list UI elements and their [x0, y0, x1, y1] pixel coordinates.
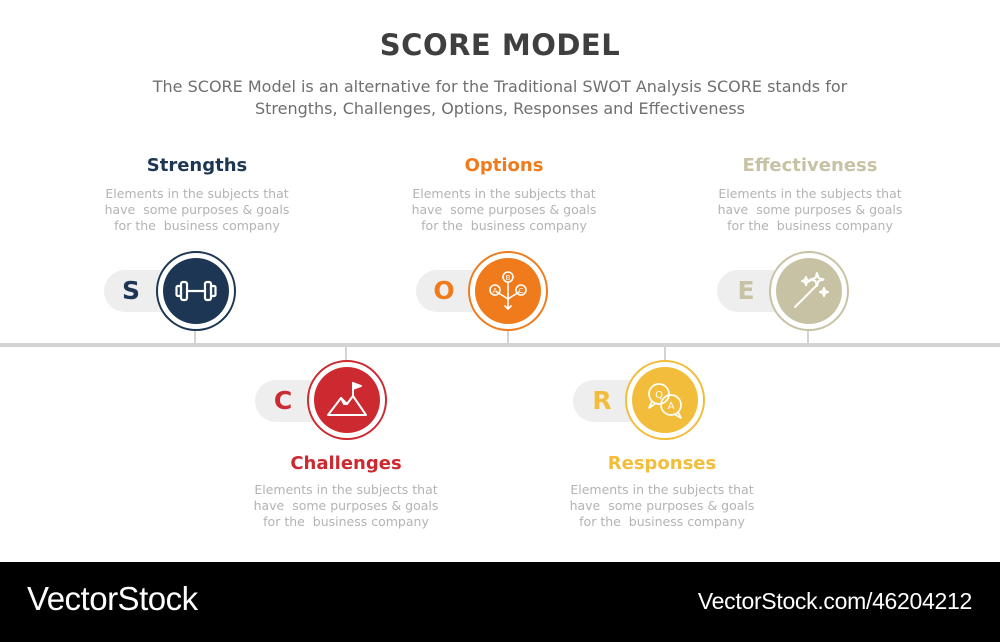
connector-strengths: [194, 330, 196, 344]
watermark-brand: VectorStock: [27, 580, 198, 617]
watermark-footer: VectorStock VectorStock.com/46204212: [0, 562, 1000, 642]
disc-effectiveness: [776, 258, 842, 324]
description-line: have some purposes & goals: [104, 202, 290, 217]
description-line: for the business company: [114, 218, 280, 233]
description-responses: Elements in the subjects that have some …: [542, 482, 782, 530]
timeline-bar: [0, 343, 1000, 347]
letter-c: C: [273, 386, 293, 415]
circle-options: B A C: [468, 251, 548, 331]
heading-options: Options: [464, 155, 544, 176]
connector-options: [507, 330, 509, 344]
magic-wand-icon: [794, 272, 829, 308]
icon-letter-q: Q: [655, 390, 663, 401]
circle-strengths: [156, 251, 236, 331]
icon-letter-a2: A: [668, 401, 675, 412]
disc-challenges: [314, 367, 380, 433]
icon-letter-a: A: [493, 287, 498, 295]
description-line: Elements in the subjects that: [105, 186, 289, 201]
circle-responses: Q A: [625, 360, 705, 440]
description-line: have some purposes & goals: [253, 498, 439, 513]
description-line: for the business company: [579, 514, 745, 529]
description-line: for the business company: [727, 218, 893, 233]
description-line: Elements in the subjects that: [718, 186, 902, 201]
description-line: for the business company: [263, 514, 429, 529]
disc-responses: Q A: [632, 367, 698, 433]
page-subtitle: The SCORE Model is an alternative for th…: [100, 76, 900, 120]
letter-o: O: [433, 276, 455, 305]
letter-s: S: [121, 276, 140, 305]
connector-effectiveness: [807, 330, 809, 344]
description-line: have some purposes & goals: [717, 202, 903, 217]
letter-e: E: [737, 276, 755, 305]
heading-strengths: Strengths: [146, 155, 248, 176]
heading-responses: Responses: [607, 453, 717, 474]
letter-r: R: [592, 386, 612, 415]
disc-options: B A C: [475, 258, 541, 324]
dumbbell-icon: [175, 280, 217, 302]
heading-effectiveness: Effectiveness: [742, 155, 878, 176]
description-strengths: Elements in the subjects that have some …: [77, 186, 317, 234]
description-options: Elements in the subjects that have some …: [384, 186, 624, 234]
circle-challenges: [307, 360, 387, 440]
connector-responses: [664, 347, 666, 361]
heading-challenges: Challenges: [290, 453, 402, 474]
description-effectiveness: Elements in the subjects that have some …: [690, 186, 930, 234]
qa-chat-icon: Q A: [648, 383, 682, 419]
circle-effectiveness: [769, 251, 849, 331]
subtitle-line-1: The SCORE Model is an alternative for th…: [152, 77, 848, 96]
connector-challenges: [345, 347, 347, 361]
icon-letter-b: B: [506, 274, 511, 282]
watermark-image-id: VectorStock.com/46204212: [697, 588, 972, 614]
description-challenges: Elements in the subjects that have some …: [226, 482, 466, 530]
description-line: for the business company: [421, 218, 587, 233]
page-title: SCORE MODEL: [379, 28, 621, 62]
mountain-flag-icon: [327, 382, 367, 416]
subtitle-line-2: Strengths, Challenges, Options, Response…: [254, 99, 746, 118]
disc-strengths: [163, 258, 229, 324]
description-line: Elements in the subjects that: [412, 186, 596, 201]
description-line: Elements in the subjects that: [570, 482, 754, 497]
choice-arrows-icon: B A C: [489, 271, 527, 310]
description-line: have some purposes & goals: [411, 202, 597, 217]
description-line: Elements in the subjects that: [254, 482, 438, 497]
icon-letter-c: C: [519, 287, 524, 295]
description-line: have some purposes & goals: [569, 498, 755, 513]
